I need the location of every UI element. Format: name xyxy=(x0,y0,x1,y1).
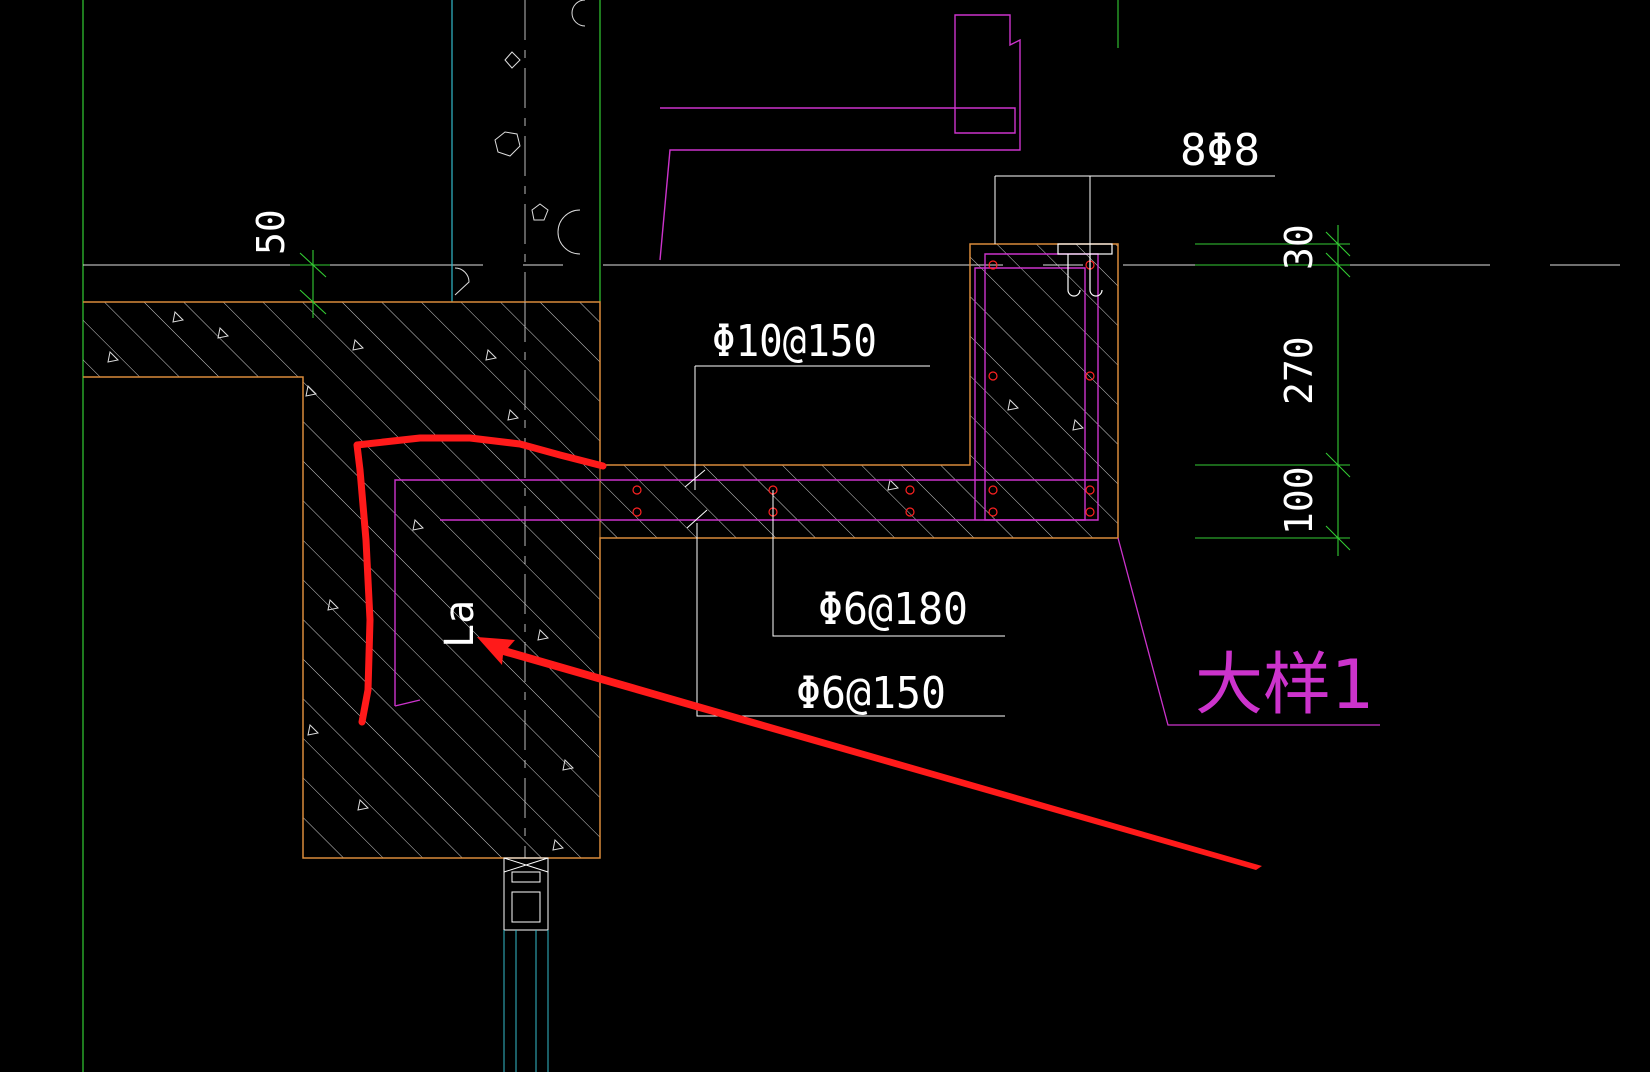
anchor-length-label: La xyxy=(437,600,483,648)
window-detail xyxy=(503,857,549,931)
dimension-30: 30 xyxy=(1277,224,1321,270)
hand-drawn-l-mark xyxy=(353,434,607,726)
rebar-label-phi10-150: Φ10@150 xyxy=(712,316,877,367)
leader-lines xyxy=(684,175,1275,717)
dimension-lines xyxy=(290,0,1351,556)
rebar-label-8phi8: 8Φ8 xyxy=(1180,125,1260,176)
dimension-270: 270 xyxy=(1277,336,1321,405)
window-frame-lines xyxy=(503,930,549,1072)
detail-leader xyxy=(1117,537,1380,726)
dimension-100: 100 xyxy=(1277,466,1321,535)
wall-column xyxy=(451,0,601,302)
detail-label: 大样1 xyxy=(1195,646,1374,725)
arrow-icon xyxy=(477,637,1262,870)
red-annotation xyxy=(353,434,1262,870)
hook-detail xyxy=(1057,243,1113,297)
dimension-50: 50 xyxy=(249,209,293,255)
rebar-label-phi6-180: Φ6@180 xyxy=(818,584,968,635)
rebar-label-phi6-150: Φ6@150 xyxy=(796,668,946,719)
